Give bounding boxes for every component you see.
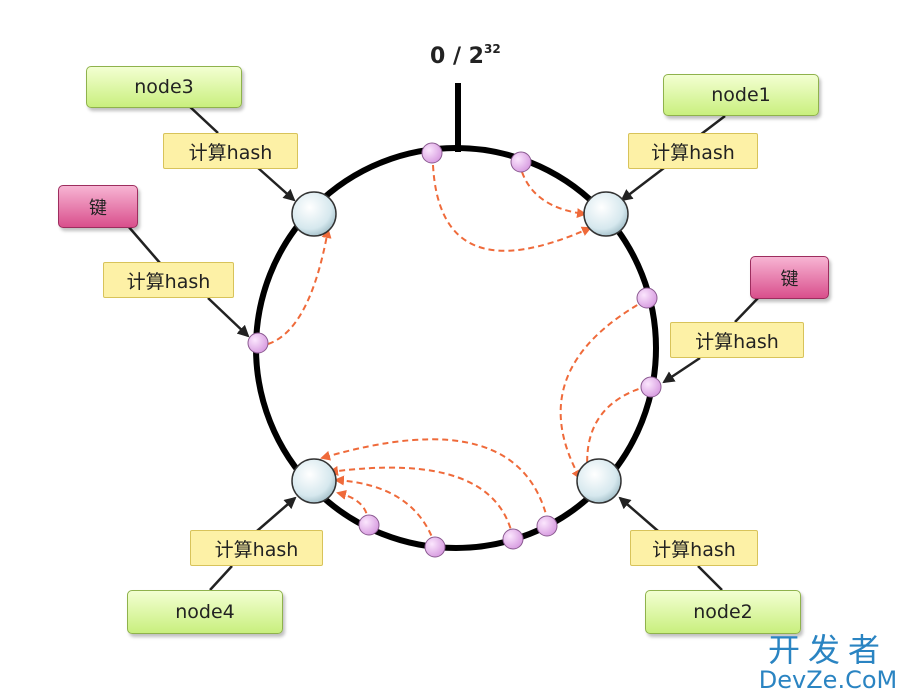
ring-range-label: 0 / 232 [430,42,501,69]
connector-key-right-hash [734,295,761,323]
watermark-cn: 开发者 [767,631,888,669]
connector-hash-node1-circle [620,167,665,202]
node1-box: node1 [663,74,819,116]
key-point [640,376,662,398]
watermark-en: DevZe.CoM [758,666,898,694]
node3-circle [291,191,337,237]
compute-hash-box-key-left: 计算hash [103,262,234,298]
key-point [424,536,446,558]
watermark-logo: 开发者 DevZe.CoM [752,634,904,692]
connector-hash-node4-circle [256,496,297,532]
node1-circle [583,191,629,237]
mapping-arrow [334,475,436,546]
mapping-arrow [559,299,647,480]
connector-node3-hash [187,104,219,134]
key-point [247,332,269,354]
key-box-right: 键 [750,256,829,299]
mapping-arrow [328,465,514,539]
key-point [502,528,524,550]
node3-box: node3 [86,66,242,108]
connector-hash-node3-circle [256,166,296,202]
compute-hash-box-node1: 计算hash [628,133,758,169]
connector-node2-hash [697,565,723,591]
connector-node4-hash [209,565,233,591]
connector-key-left-hash [127,225,161,264]
key-point [358,514,380,536]
mapping-arrow [582,385,649,478]
key-point [421,142,443,164]
mapping-arrow [267,228,332,345]
connector-node1-hash [699,115,726,136]
key-box-left: 键 [58,185,138,228]
node2-box: node2 [645,590,801,634]
connector-hash-key-right-point [662,356,701,384]
key-point [636,287,658,309]
node4-box: node4 [127,590,283,634]
compute-hash-box-node2: 计算hash [630,530,758,566]
key-point [536,515,558,537]
compute-hash-box-key-right: 计算hash [670,322,804,358]
key-point [510,151,532,173]
connector-hash-node2-circle [618,496,659,532]
compute-hash-box-node3: 计算hash [163,133,298,169]
mapping-arrow [521,171,587,219]
node2-circle [576,458,622,504]
node4-circle [291,458,337,504]
compute-hash-box-node4: 计算hash [190,530,323,566]
connector-hash-key-left-point [207,297,250,338]
mapping-arrow [320,438,549,523]
